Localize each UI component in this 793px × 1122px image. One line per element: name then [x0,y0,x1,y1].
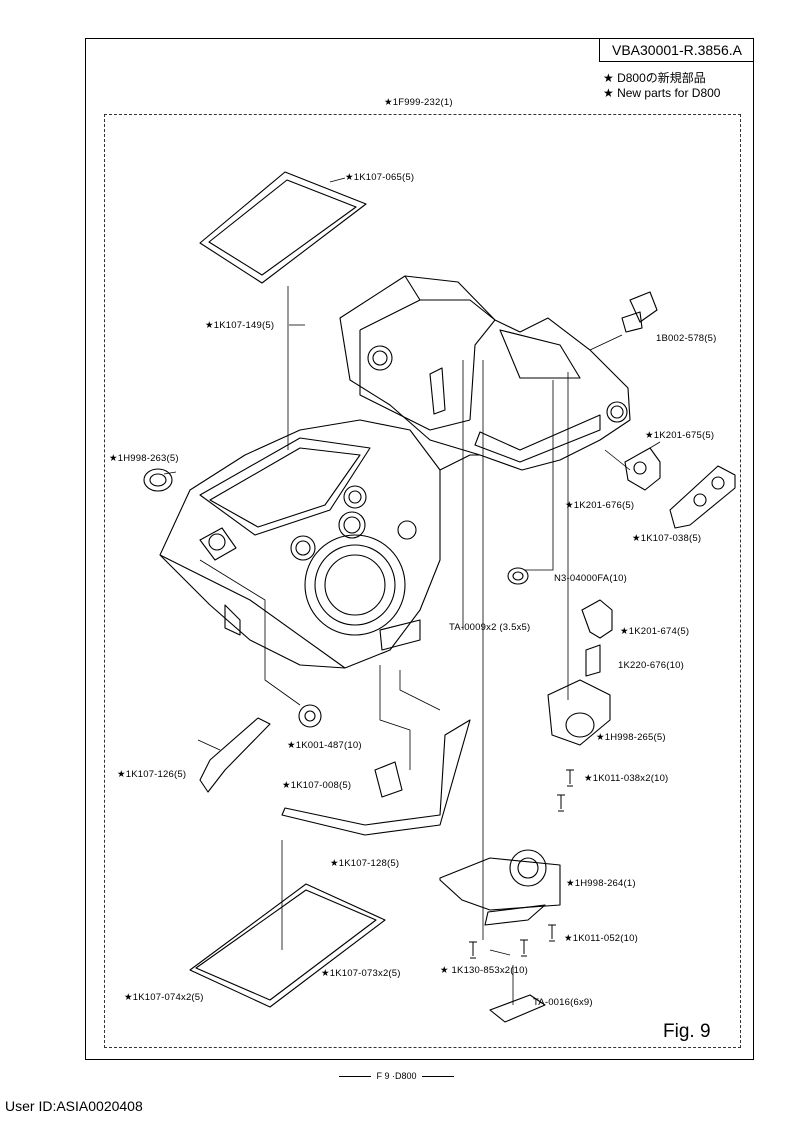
part-label-1k001-487: ★1K001-487(10) [287,740,362,751]
page-footer: F 9 ·D800 [0,1071,793,1081]
part-label-1k107-128: ★1K107-128(5) [330,858,400,869]
part-label-1k201-674: ★1K201-674(5) [620,626,690,637]
drawing-frame [85,38,754,1060]
note-new-parts-ja: ★ D800の新規部品 [603,71,706,85]
document-number: VBA30001-R.3856.A [599,38,754,62]
figure-label: Fig. 9 [663,1021,711,1042]
small-parts [143,291,736,1023]
part-label-1k130-853: ★ 1K130-853x2(10) [440,965,528,976]
part-label-ta-0009: TA-0009x2 (3.5x5) [449,622,531,633]
user-id: User ID:ASIA0020408 [5,1098,143,1114]
part-label-1h998-265: ★1H998-265(5) [596,732,666,743]
part-label-1f999-232: ★1F999-232(1) [384,97,453,108]
part-label-1k107-008: ★1K107-008(5) [282,780,352,791]
part-label-1b002-578: 1B002-578(5) [656,333,717,344]
part-label-ta-0016: TA-0016(6x9) [533,997,593,1008]
part-label-1k201-675: ★1K201-675(5) [645,430,715,441]
body-top-plate-part [339,275,631,471]
part-label-1k220-676: 1K220-676(10) [618,660,684,671]
window-gasket-part [199,171,367,284]
part-label-1h998-264: ★1H998-264(1) [566,878,636,889]
leader-lines [163,177,661,1005]
front-body-part [159,419,480,669]
part-label-1k107-126: ★1K107-126(5) [117,769,187,780]
part-label-1k107-065: ★1K107-065(5) [345,172,415,183]
note-new-parts-en: ★ New parts for D800 [603,86,721,100]
part-label-1k011-038: ★1K011-038x2(10) [584,773,669,784]
screws [469,769,574,959]
part-label-1k201-676: ★1K201-676(5) [565,500,635,511]
part-label-1k107-038: ★1K107-038(5) [632,533,702,544]
part-label-1k107-149: ★1K107-149(5) [205,320,275,331]
part-label-1h998-263: ★1H998-263(5) [109,453,179,464]
part-label-1k107-073: ★1K107-073x2(5) [321,968,401,979]
part-label-1k107-074: ★1K107-074x2(5) [124,992,204,1003]
part-label-1k011-052: ★1K011-052(10) [564,933,638,944]
footer-text: F 9 ·D800 [376,1071,417,1081]
assembly-boundary [104,114,741,1048]
part-label-n3-04000fa: N3-04000FA(10) [554,573,628,584]
